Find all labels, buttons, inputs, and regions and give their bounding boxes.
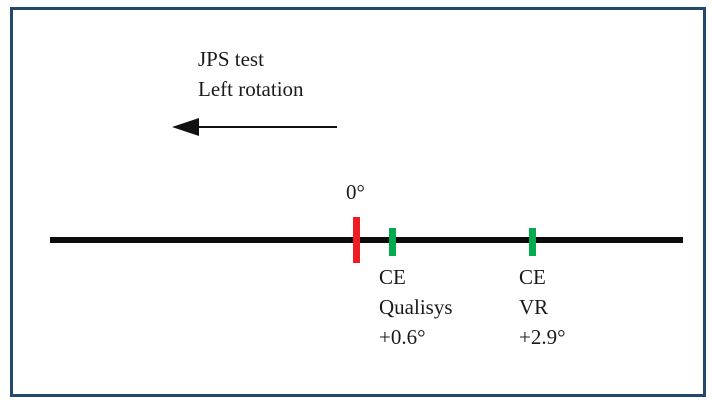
ce-qualisys-label: CE Qualisys +0.6° bbox=[379, 262, 453, 352]
ce-qualisys-label-line-2: Qualisys bbox=[379, 295, 453, 319]
ce-qualisys-label-line-1: CE bbox=[379, 265, 406, 289]
ce-vr-label-line-1: CE bbox=[519, 265, 546, 289]
figure-frame bbox=[10, 7, 706, 397]
annotation-line-1: JPS test bbox=[198, 47, 264, 71]
zero-degree-label: 0° bbox=[346, 180, 365, 204]
ce-vr-tick-marker bbox=[529, 228, 536, 256]
ce-vr-label-line-2: VR bbox=[519, 295, 549, 319]
figure-annotation: JPS test Left rotation bbox=[198, 44, 304, 104]
ce-qualisys-label-line-3: +0.6° bbox=[379, 325, 426, 349]
left-arrow-icon bbox=[172, 118, 199, 136]
ce-vr-label: CE VR +2.9° bbox=[519, 262, 566, 352]
zero-tick-marker bbox=[353, 217, 360, 263]
annotation-line-2: Left rotation bbox=[198, 77, 304, 101]
axis-line bbox=[50, 237, 683, 243]
ce-qualisys-tick-marker bbox=[389, 228, 396, 256]
ce-vr-label-line-3: +2.9° bbox=[519, 325, 566, 349]
left-arrow-shaft bbox=[186, 126, 337, 128]
